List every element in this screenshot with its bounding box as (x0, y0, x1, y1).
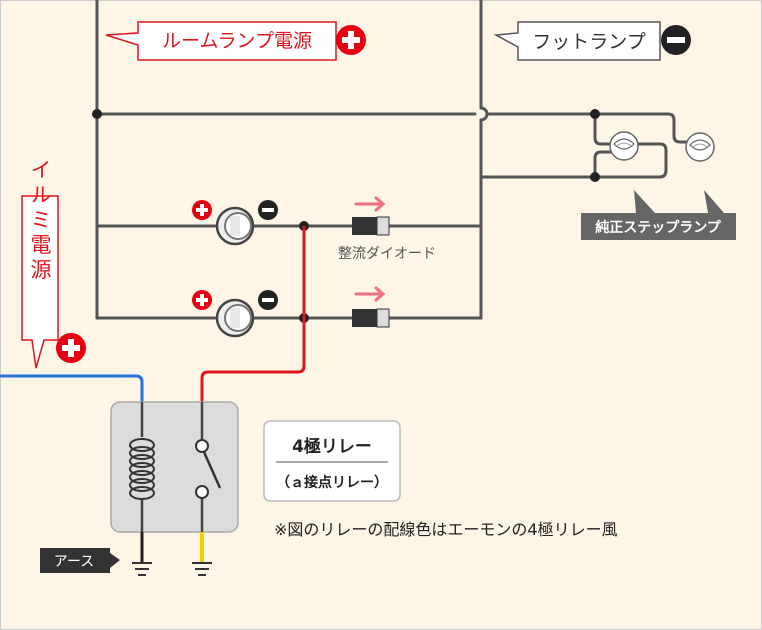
ground-icon (132, 562, 152, 576)
svg-text:ルームランプ電源: ルームランプ電源 (162, 30, 312, 52)
blue-wire (0, 374, 144, 402)
minus-badge-icon (258, 200, 278, 220)
illumi-power-callout: イルミ電源 (21, 159, 59, 369)
svg-text:4極リレー: 4極リレー (292, 436, 372, 457)
relay-contact-top (195, 439, 209, 453)
step-lamp-label: 純正ステップランプ (581, 190, 736, 240)
arrow-right-icon (354, 286, 386, 302)
relay-switch-arm (202, 451, 222, 489)
plus-badge-icon (192, 290, 212, 310)
minus-badge-icon (661, 25, 691, 55)
svg-text:アース: アース (54, 554, 94, 570)
relay-contact-bottom (195, 485, 209, 499)
plus-badge-icon (336, 25, 366, 55)
room-lamp-power-callout: ルームランプ電源 (105, 21, 337, 61)
relay-4pin (110, 401, 239, 533)
svg-text:（ａ接点リレー）: （ａ接点リレー） (276, 474, 388, 491)
foot-lamp-callout: フットランプ (493, 21, 661, 61)
ground-icon (192, 562, 212, 576)
svg-text:純正ステップランプ: 純正ステップランプ (595, 219, 722, 236)
rectifier-diode-label: 整流ダイオード (338, 246, 436, 262)
diode-icon (352, 308, 390, 328)
diode-icon (352, 216, 390, 236)
arrow-right-icon (354, 196, 386, 212)
minus-badge-icon (258, 290, 278, 310)
led-lamp-upper (215, 206, 255, 246)
coil-icon (129, 438, 155, 500)
relay-legend: 4極リレー （ａ接点リレー） (263, 420, 401, 502)
svg-text:イルミ電源: イルミ電源 (28, 159, 52, 284)
svg-text:フットランプ: フットランプ (532, 31, 645, 53)
red-wire (200, 226, 306, 445)
dark-wires (95, 0, 688, 320)
bulb-icon (685, 132, 715, 162)
plus-badge-icon (56, 333, 86, 363)
earth-label: アース (40, 548, 120, 573)
led-lamp-lower (215, 298, 255, 338)
bulb-icon (609, 131, 639, 161)
wiring-color-note: ※図のリレーの配線色はエーモンの4極リレー風 (274, 520, 618, 539)
plus-badge-icon (192, 200, 212, 220)
